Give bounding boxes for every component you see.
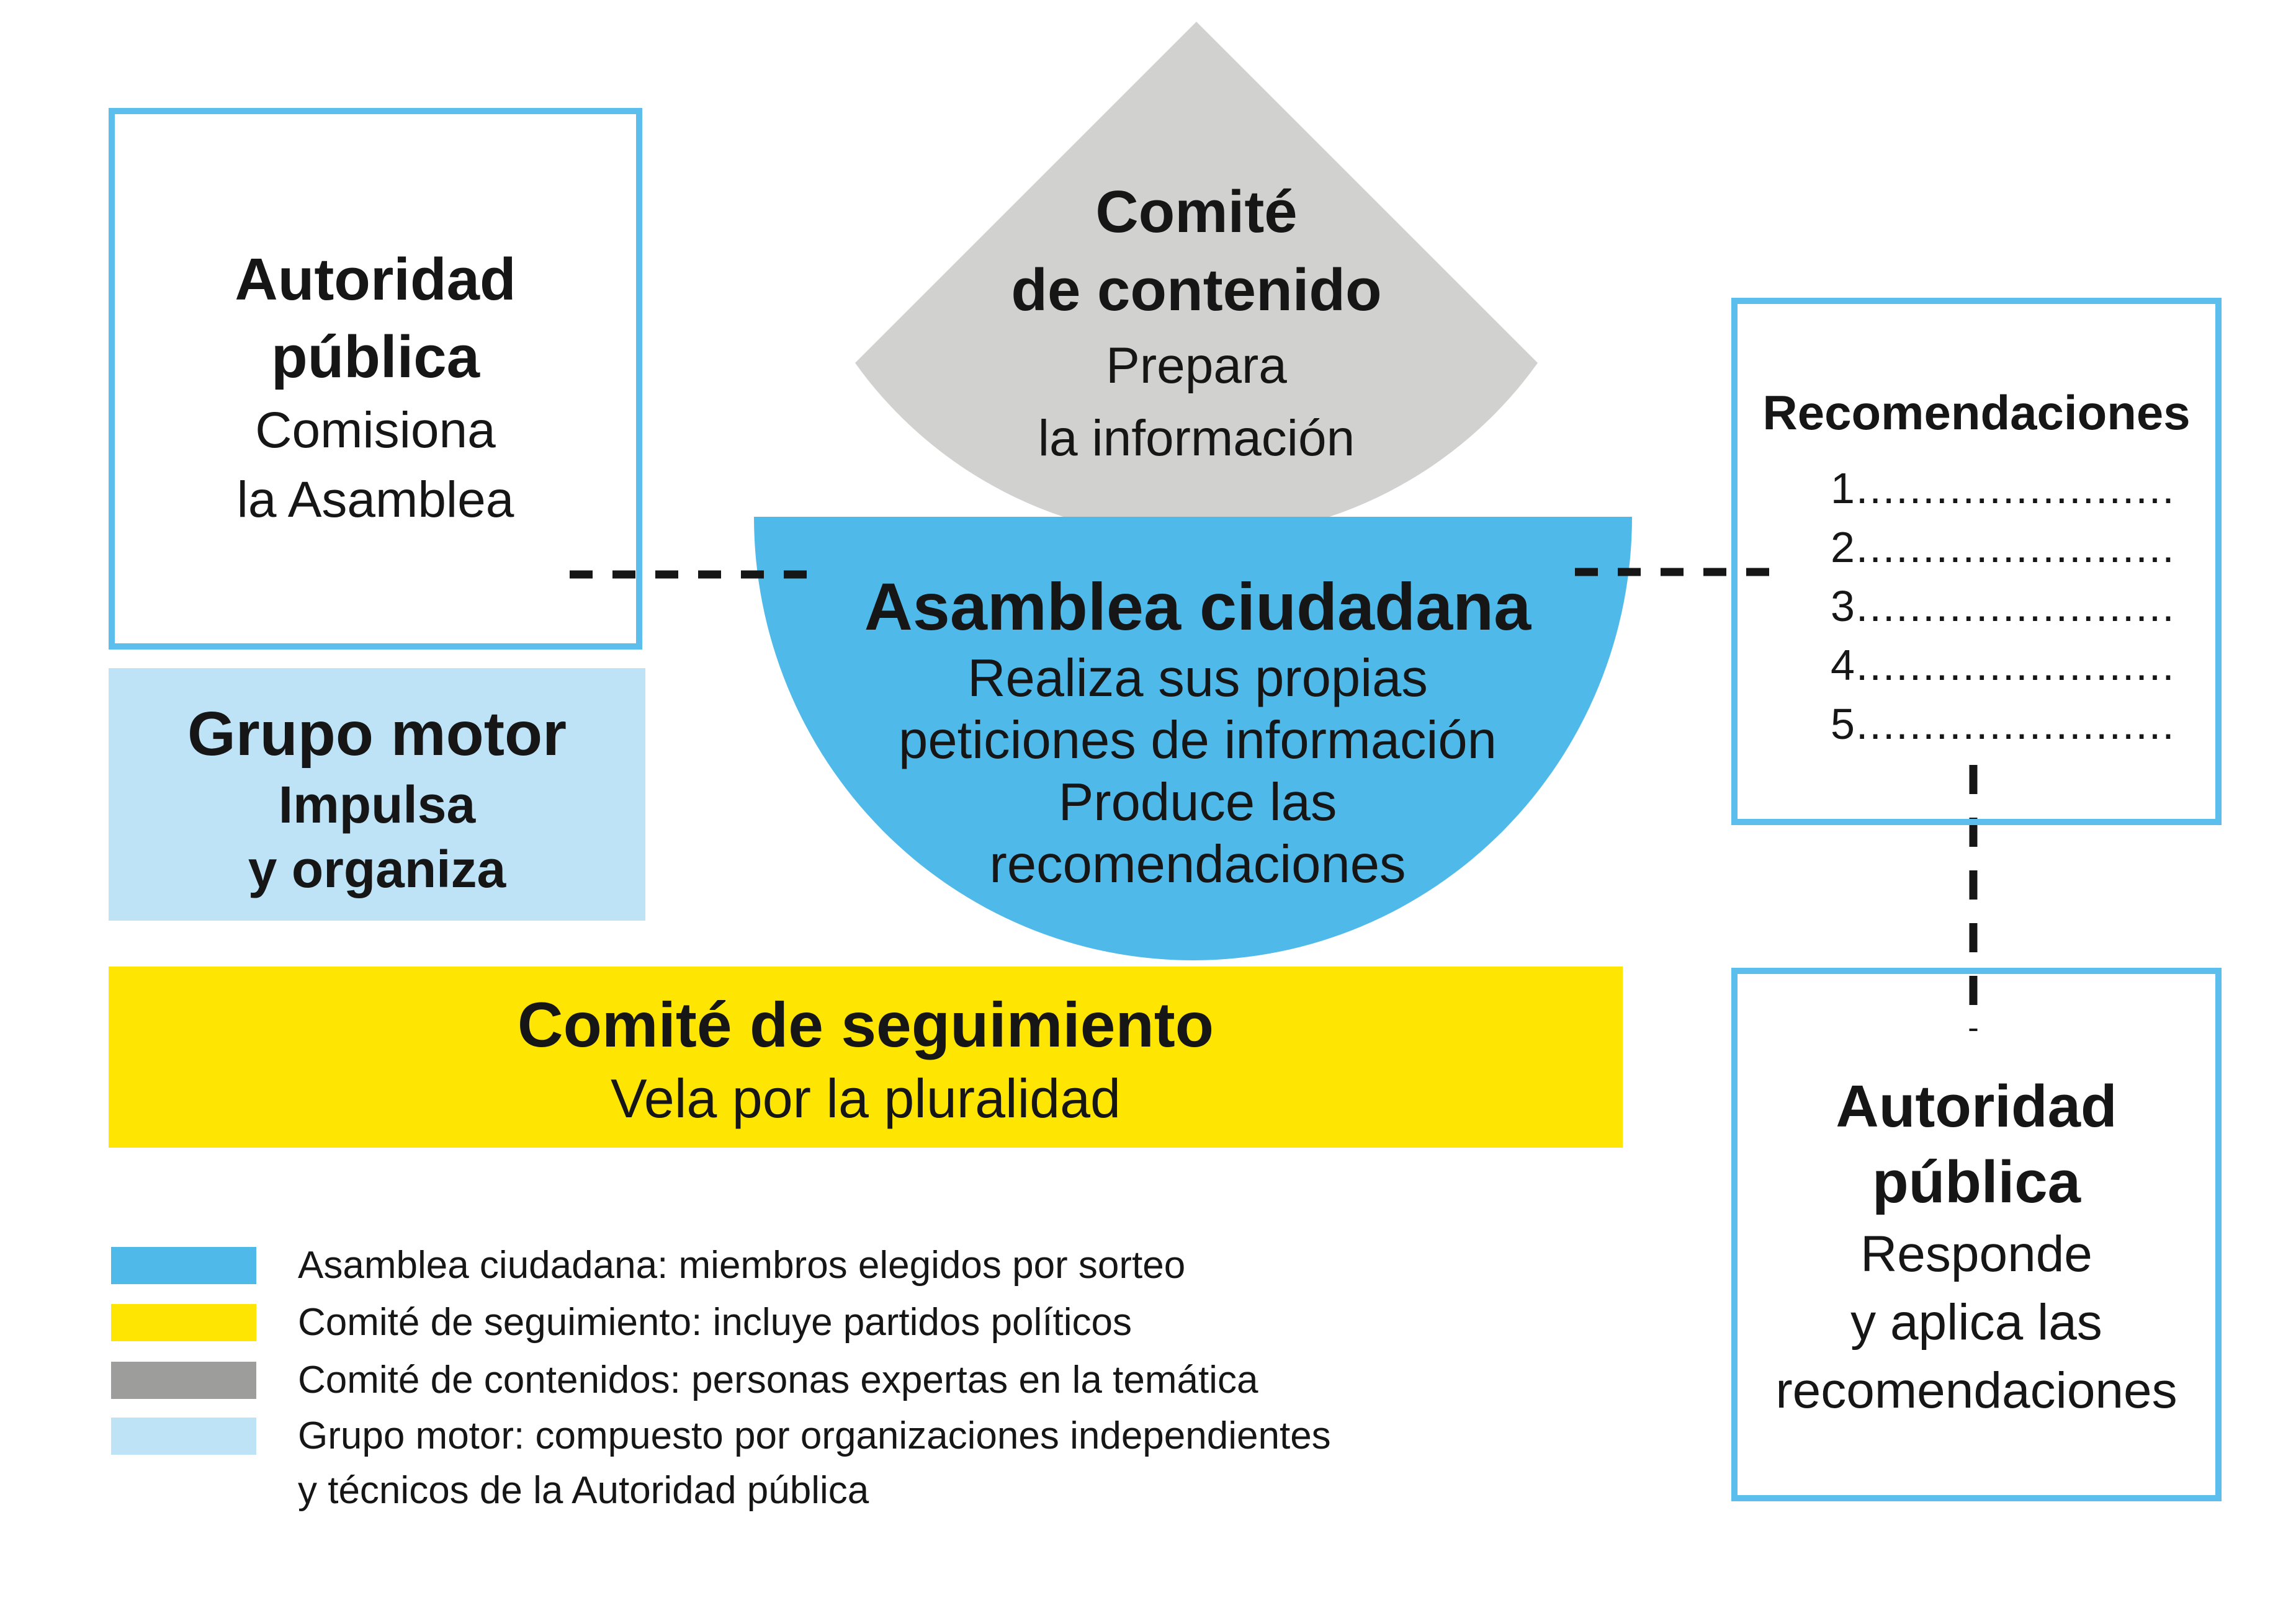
content-committee-fan-shape <box>855 22 1538 538</box>
citizen-assembly-body-line4: recomendaciones <box>989 835 1406 894</box>
content-committee-body-line2: la información <box>1038 410 1355 467</box>
recommendation-item: 5........................ <box>1831 700 2176 748</box>
citizen-assembly-bowl-shape <box>754 517 1632 960</box>
recommendations-list: 1........................ 2.............… <box>1831 459 2176 754</box>
authority-top-box: Autoridad pública Comisiona la Asamblea <box>109 108 642 650</box>
citizen-assembly-body-line1: Realiza sus propias <box>967 649 1428 708</box>
content-committee-title-line1: Comité <box>1095 179 1298 245</box>
legend-label-monitoring: Comité de seguimiento: incluye partidos … <box>298 1301 1132 1344</box>
legend-label-motor-line2: y técnicos de la Autoridad pública <box>298 1469 869 1512</box>
authority-bottom-body-line3: recomendaciones <box>1775 1362 2177 1419</box>
monitoring-committee-bar: Comité de seguimiento Vela por la plural… <box>109 967 1623 1148</box>
authority-top-body-line2: la Asamblea <box>236 471 514 528</box>
content-committee-body-line1: Prepara <box>1106 337 1287 394</box>
recommendation-item: 1........................ <box>1831 464 2176 512</box>
authority-bottom-title-line1: Autoridad <box>1836 1073 2117 1140</box>
recommendation-item: 2........................ <box>1831 523 2176 571</box>
authority-top-body-line1: Comisiona <box>255 401 496 458</box>
motor-group-box: Grupo motor Impulsa y organiza <box>109 668 645 921</box>
citizen-assembly-body-line3: Produce las <box>1058 773 1337 832</box>
content-committee-label: Comité de contenido Prepara la informaci… <box>855 173 1538 475</box>
monitoring-committee-title: Comité de seguimiento <box>517 989 1214 1060</box>
motor-group-body-line2: y organiza <box>248 839 506 898</box>
legend-label-motor-line1: Grupo motor: compuesto por organizacione… <box>298 1414 1331 1457</box>
recommendation-item: 4........................ <box>1831 641 2176 689</box>
authority-top-title-line1: Autoridad <box>235 246 516 313</box>
authority-bottom-box: Autoridad pública Responde y aplica las … <box>1731 968 2222 1501</box>
citizen-assembly-body-line2: peticiones de información <box>899 711 1497 770</box>
legend-label-assembly: Asamblea ciudadana: miembros elegidos po… <box>298 1244 1186 1287</box>
recommendations-box: Recomendaciones 1.......................… <box>1731 298 2222 825</box>
monitoring-committee-body: Vela por la pluralidad <box>611 1068 1121 1129</box>
legend-swatch-motor <box>111 1418 256 1455</box>
content-committee-title-line2: de contenido <box>1011 257 1382 323</box>
motor-group-title: Grupo motor <box>187 699 567 769</box>
legend-swatch-assembly <box>111 1247 256 1284</box>
legend-label-content: Comité de contenidos: personas expertas … <box>298 1359 1258 1401</box>
motor-group-body-line1: Impulsa <box>278 775 476 834</box>
legend-swatch-monitoring <box>111 1304 256 1341</box>
authority-bottom-title-line2: pública <box>1872 1149 2081 1215</box>
recommendations-title: Recomendaciones <box>1762 385 2191 440</box>
authority-bottom-body-line2: y aplica las <box>1850 1294 2102 1351</box>
recommendation-item: 3........................ <box>1831 582 2176 630</box>
legend-swatch-content <box>111 1362 256 1399</box>
authority-bottom-body-line1: Responde <box>1860 1226 2092 1282</box>
authority-top-title-line2: pública <box>271 323 480 390</box>
legend-label-motor: Grupo motor: compuesto por organizacione… <box>298 1409 1331 1518</box>
citizen-assembly-title: Asamblea ciudadana <box>864 569 1531 644</box>
citizen-assembly-label: Asamblea ciudadana Realiza sus propias p… <box>763 566 1632 896</box>
